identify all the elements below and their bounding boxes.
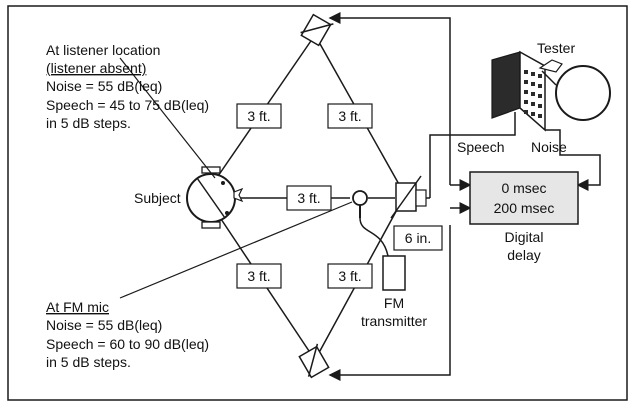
distance-box-center: 3 ft. (286, 185, 332, 211)
delay-line1: 0 msec (501, 180, 546, 196)
distance-box-mic-offset: 6 in. (393, 225, 443, 251)
fm-mic-icon (352, 190, 389, 257)
distance-box-lower-right: 3 ft. (327, 263, 373, 289)
distance-mic-offset: 6 in. (405, 230, 431, 246)
distance-box-lower-left: 3 ft. (236, 263, 282, 289)
listener-note-noise: Noise = 55 dB(leq) (46, 78, 162, 94)
distance-box-upper-right: 3 ft. (327, 103, 373, 129)
listener-note-speech: Speech = 45 to 75 dB(leq) (46, 97, 209, 113)
tester-head-icon (555, 65, 611, 121)
speech-label: Speech (457, 139, 504, 155)
distance-box-upper-left: 3 ft. (236, 103, 282, 129)
fm-transmitter-line2: transmitter (361, 313, 427, 329)
fm-note-title: At FM mic (46, 299, 109, 315)
delay-caption2: delay (507, 247, 540, 263)
subject-label: Subject (134, 190, 181, 206)
listener-note-subtitle: (listener absent) (46, 60, 146, 76)
delay-line2: 200 msec (494, 200, 555, 216)
distance-upper-left: 3 ft. (247, 108, 270, 124)
bottom-speaker-icon (298, 343, 330, 379)
distance-lower-right: 3 ft. (338, 268, 361, 284)
center-speaker-icon (390, 175, 427, 219)
fm-note-speech: Speech = 60 to 90 dB(leq) (46, 336, 209, 352)
signal-wires (328, 12, 601, 381)
distance-lower-left: 3 ft. (247, 268, 270, 284)
fm-transmitter-line1: FM (384, 295, 404, 311)
fm-leader-line (119, 201, 353, 299)
tester-label: Tester (537, 40, 575, 56)
fm-transmitter-icon (382, 255, 406, 291)
tester-arm (541, 70, 557, 86)
top-speaker-icon (300, 13, 334, 47)
listener-leader-line (119, 57, 216, 179)
listener-note-steps: in 5 dB steps. (46, 115, 131, 131)
digital-delay-box (469, 171, 579, 225)
subject-head-icon (186, 166, 244, 229)
fm-note-steps: in 5 dB steps. (46, 354, 131, 370)
fm-note-noise: Noise = 55 dB(leq) (46, 317, 162, 333)
distance-center: 3 ft. (297, 190, 320, 206)
listener-note-title: At listener location (46, 42, 160, 58)
noise-label: Noise (531, 139, 567, 155)
distance-upper-right: 3 ft. (338, 108, 361, 124)
frame-border (7, 5, 628, 401)
delay-caption1: Digital (505, 229, 544, 245)
tester-terminal-icon (491, 50, 563, 132)
